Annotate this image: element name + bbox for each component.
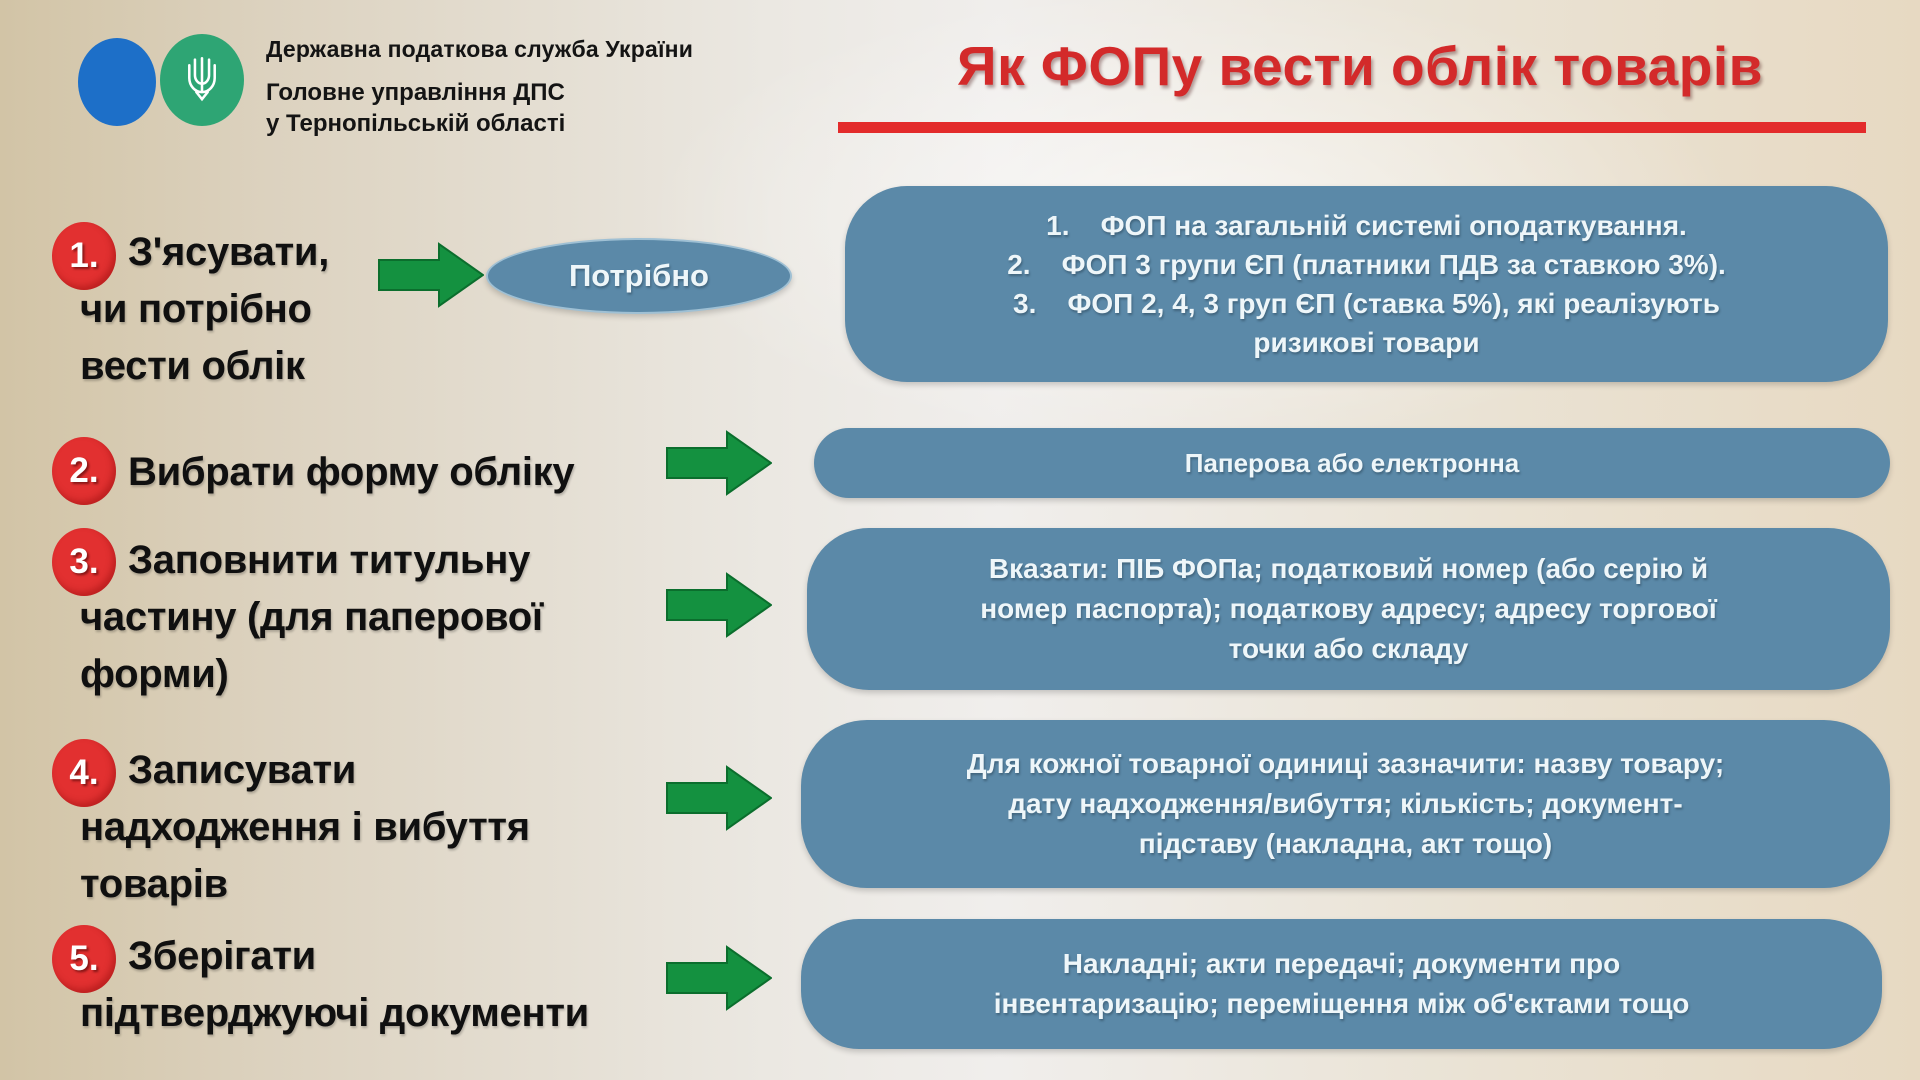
org-line-1: Державна податкова служба України — [266, 36, 694, 62]
green-arrow-icon — [666, 943, 772, 1013]
step-4-detail-box: Для кожної товарної одиниці зазначити: н… — [801, 720, 1890, 888]
step-2-number-badge: 2. — [52, 437, 116, 505]
green-arrow-icon — [378, 240, 484, 310]
step-1-detail-box: 1. ФОП на загальній системі оподаткуванн… — [845, 186, 1888, 382]
step-1-result-oval: Потрібно — [486, 238, 792, 314]
step-2-detail-box: Паперова або електронна — [814, 428, 1890, 498]
step-3-label: Заповнити титульну частину (для паперово… — [80, 538, 543, 696]
step-1-number-badge: 1. — [52, 222, 116, 290]
blue-circle-logo — [78, 38, 156, 126]
org-line-3: у Тернопільській області — [266, 110, 566, 137]
step-3-detail-box: Вказати: ПІБ ФОПа; податковий номер (або… — [807, 528, 1890, 690]
trident-icon — [184, 54, 220, 107]
green-circle-logo — [160, 34, 244, 126]
step-5-detail-box: Накладні; акти передачі; документи про і… — [801, 919, 1882, 1049]
step-3-number-badge: 3. — [52, 528, 116, 596]
step-4-label: Записувати надходження і вибуття товарів — [80, 748, 530, 906]
org-line-2: Головне управління ДПС — [266, 79, 565, 106]
organization-name: Державна податкова служба України Головн… — [266, 36, 693, 139]
page-title: Як ФОПу вести облік товарів — [957, 35, 1763, 97]
step-5-number-badge: 5. — [52, 925, 116, 993]
step-5-label: Зберігати підтверджуючі документи — [80, 934, 589, 1035]
green-arrow-icon — [666, 763, 772, 833]
green-arrow-icon — [666, 428, 772, 498]
green-arrow-icon — [666, 570, 772, 640]
step-1-label: З'ясувати, чи потрібно вести облік — [80, 230, 330, 388]
title-underline — [838, 122, 1866, 133]
step-4-number-badge: 4. — [52, 739, 116, 807]
step-2-label: Вибрати форму обліку — [128, 450, 575, 494]
